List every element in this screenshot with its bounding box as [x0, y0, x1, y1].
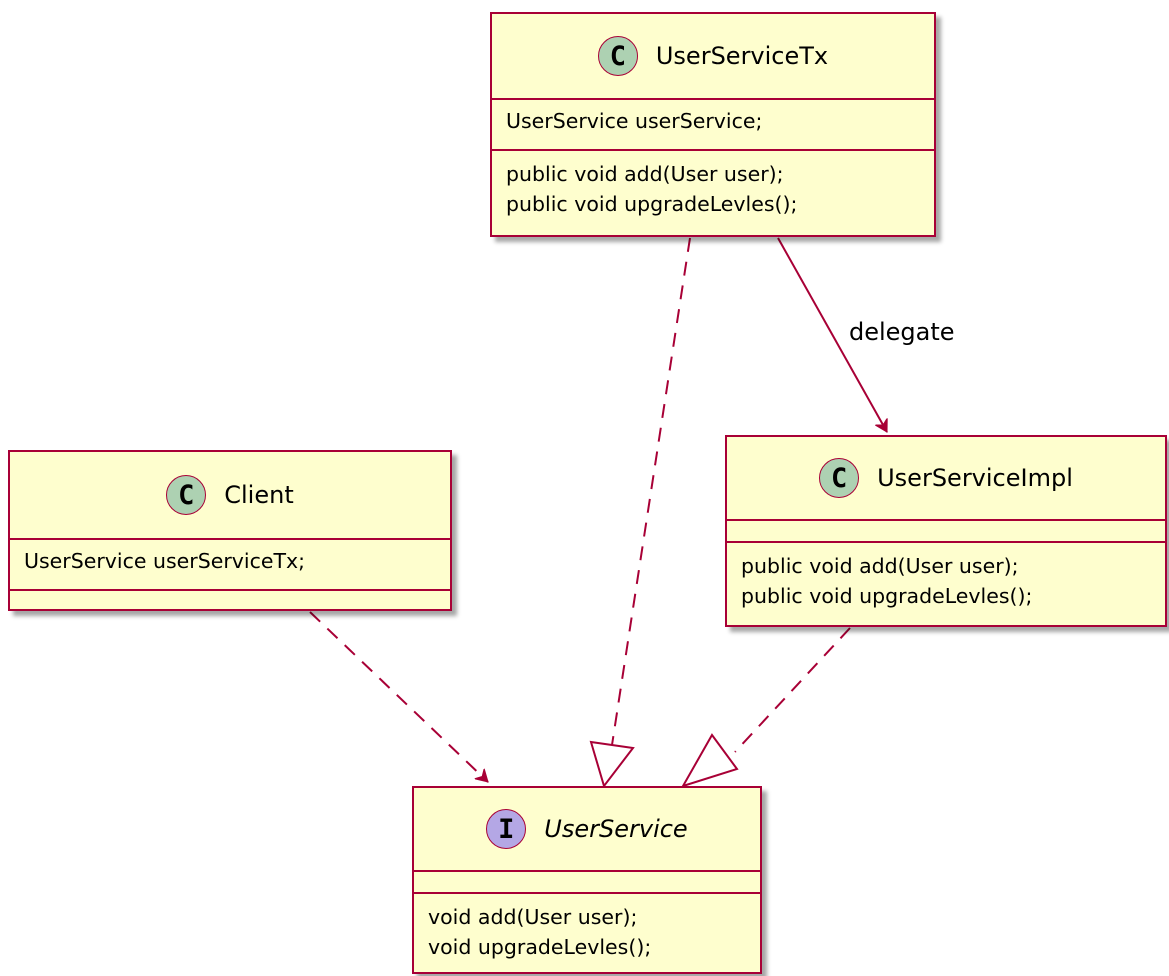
field: UserService userServiceTx;	[24, 549, 306, 573]
fields-section	[414, 870, 760, 892]
class-userservicetx[interactable]: C UserServiceTx UserService userService;…	[490, 12, 936, 237]
dependency-client-to-userservice	[309, 611, 488, 783]
interface-stereotype-icon: I	[486, 809, 527, 849]
class-client[interactable]: C Client UserService userServiceTx;	[8, 450, 452, 611]
delegate-label: delegate	[849, 318, 955, 346]
class-stereotype-icon: C	[819, 458, 860, 498]
fields-section	[727, 519, 1165, 541]
class-userserviceimpl[interactable]: C UserServiceImpl public void add(User u…	[725, 435, 1167, 627]
class-header: I UserService	[414, 788, 760, 870]
field: UserService userService;	[506, 109, 763, 133]
methods-section: void add(User user); void upgradeLevles(…	[414, 892, 760, 972]
realization-tx-to-userservice	[589, 237, 691, 789]
class-name: UserServiceImpl	[877, 464, 1073, 492]
method: void upgradeLevles();	[428, 935, 652, 959]
fields-section: UserService userServiceTx;	[10, 538, 450, 589]
method: void add(User user);	[428, 905, 638, 929]
class-name: UserServiceTx	[655, 42, 829, 70]
class-header: C Client	[10, 452, 450, 538]
fields-section: UserService userService;	[492, 98, 934, 149]
class-header: C UserServiceTx	[492, 14, 934, 98]
interface-name: UserService	[544, 815, 688, 843]
methods-section: public void add(User user); public void …	[727, 541, 1165, 624]
class-name: Client	[224, 481, 294, 509]
class-stereotype-icon: C	[166, 475, 207, 515]
method: public void upgradeLevles();	[741, 584, 1033, 608]
class-stereotype-icon: C	[597, 36, 638, 76]
method: public void add(User user);	[506, 162, 784, 186]
interface-userservice[interactable]: I UserService void add(User user); void …	[412, 786, 762, 974]
methods-section: public void add(User user); public void …	[492, 149, 934, 235]
association-delegate	[777, 237, 888, 432]
realization-impl-to-userservice	[680, 627, 851, 788]
class-header: C UserServiceImpl	[727, 437, 1165, 519]
method: public void upgradeLevles();	[506, 192, 798, 216]
method: public void add(User user);	[741, 554, 1019, 578]
methods-section	[10, 589, 450, 608]
